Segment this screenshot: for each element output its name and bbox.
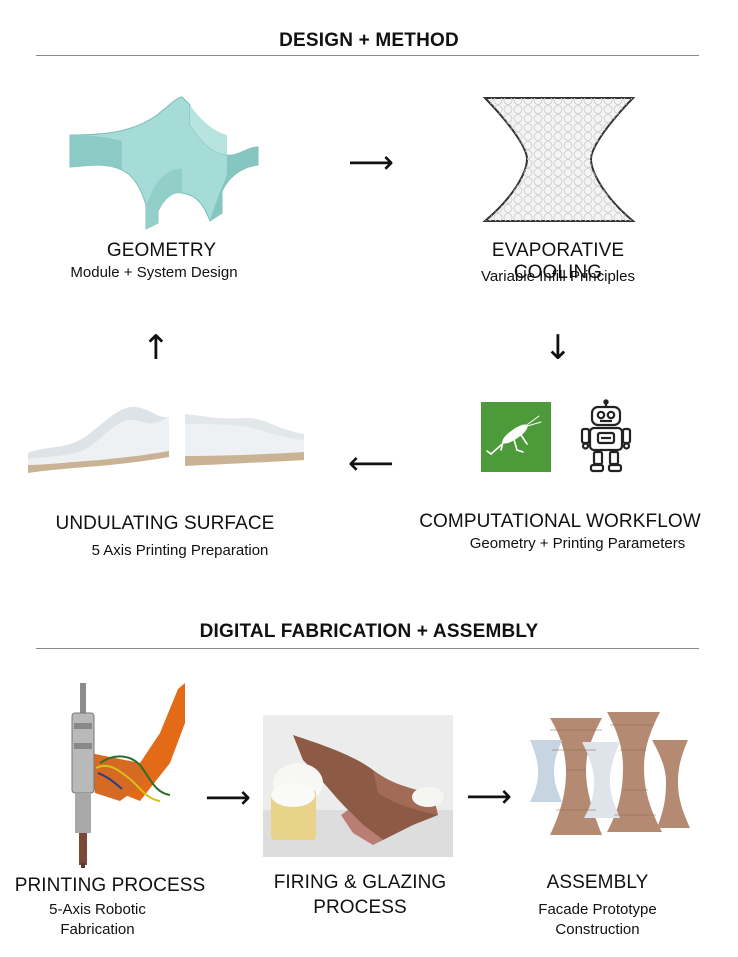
robotic-arm-photo: [71, 683, 185, 868]
arrow-right-icon: ⟶: [348, 143, 394, 181]
geometry-label: GEOMETRY: [106, 240, 217, 261]
workflow-sublabel: Geometry + Printing Parameters: [469, 535, 686, 552]
assembly-sublabel-line1: Facade Prototype: [538, 901, 657, 918]
firing-label-line2: PROCESS: [313, 897, 407, 918]
printing-sublabel-line2: Fabrication: [60, 921, 135, 938]
arrow-down-icon: ↓: [543, 328, 573, 368]
printing-sublabel-line1: 5-Axis Robotic: [49, 901, 146, 918]
infill-pattern-image: [482, 97, 636, 222]
arrow-right-icon: ⟶: [466, 777, 512, 815]
arrow-left-icon: ⟵: [348, 444, 394, 482]
surface-label: UNDULATING SURFACE: [55, 513, 275, 534]
section-divider-fabrication: [36, 648, 699, 649]
geometry-module-image: [69, 96, 259, 230]
section-title-design: DESIGN + METHOD: [279, 30, 459, 51]
firing-label-line1: FIRING & GLAZING: [273, 872, 447, 893]
arrow-right-icon: ⟶: [205, 778, 251, 816]
undulating-surface-image-left: [28, 406, 169, 473]
undulating-surface-image-right: [185, 414, 304, 466]
section-title-fabrication: DIGITAL FABRICATION + ASSEMBLY: [199, 621, 539, 642]
cooling-label: EVAPORATIVE COOLING: [491, 240, 625, 283]
cooling-sublabel: Variable Infill Principles: [481, 268, 635, 285]
surface-sublabel: 5 Axis Printing Preparation: [91, 542, 269, 559]
robot-icon: [580, 399, 632, 473]
assembly-label: ASSEMBLY: [546, 872, 649, 893]
assembly-sublabel-line2: Construction: [555, 921, 640, 938]
section-divider-design: [36, 55, 699, 56]
facade-assembly-photo: [530, 712, 690, 835]
arrow-up-icon: ↑: [141, 328, 171, 368]
workflow-label: COMPUTATIONAL WORKFLOW: [419, 511, 701, 532]
grasshopper-icon: [481, 402, 551, 472]
geometry-sublabel: Module + System Design: [70, 264, 238, 281]
printing-label: PRINTING PROCESS: [14, 875, 206, 896]
fired-clay-photo: [263, 715, 453, 857]
